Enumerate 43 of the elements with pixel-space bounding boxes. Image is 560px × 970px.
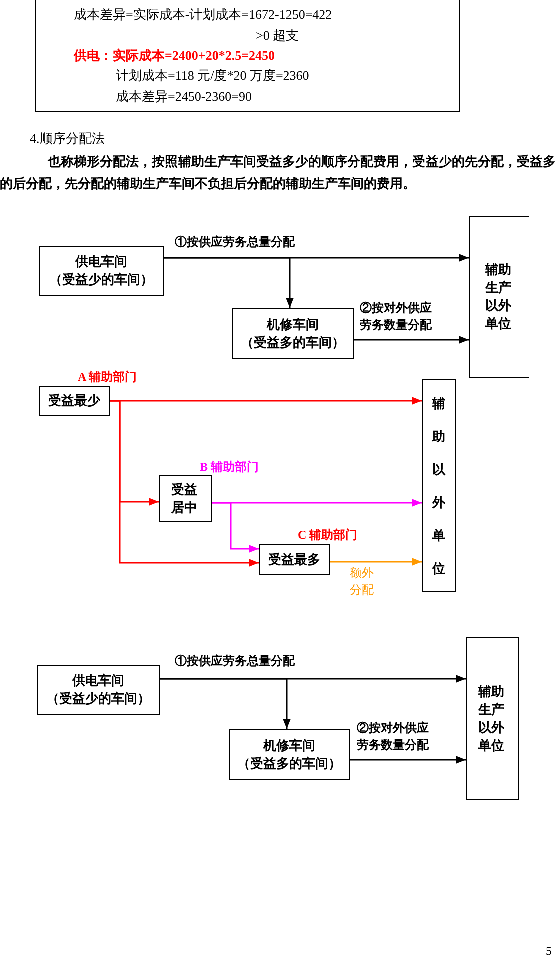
box-text: 辅助生产以外单位 bbox=[478, 682, 506, 754]
box-text: 供电车间 bbox=[72, 672, 124, 690]
target-box bbox=[466, 637, 519, 800]
process-box bbox=[37, 665, 160, 715]
arrow bbox=[160, 678, 291, 729]
formula-text: 计划成本=118 元/度*20 万度=2360 bbox=[116, 67, 310, 85]
box-text: （受益多的车间） bbox=[241, 334, 345, 352]
arrow bbox=[330, 558, 422, 566]
box-text: （受益多的车间） bbox=[238, 754, 342, 772]
page-number: 5 bbox=[546, 944, 552, 959]
side-label: C 辅助部门 bbox=[298, 527, 358, 544]
box-text: 受益居中 bbox=[172, 480, 198, 516]
section-heading: 4.顺序分配法 bbox=[30, 130, 105, 148]
arrow bbox=[212, 502, 259, 553]
paragraph: 也称梯形分配法，按照辅助生产车间受益多少的顺序分配费用，受益少的先分配，受益多的后分配，先分配的辅助生产车间不负担后分配的辅助生产车间的费用。 bbox=[0, 153, 556, 193]
arrow bbox=[354, 336, 469, 344]
box-text: （受益少的车间） bbox=[50, 271, 154, 289]
side-label: B 辅助部门 bbox=[200, 459, 260, 476]
target-box bbox=[469, 216, 529, 378]
box-text: 辅助生产以外单位 bbox=[486, 261, 512, 333]
box-text: （受益少的车间） bbox=[46, 690, 150, 708]
process-box bbox=[159, 475, 212, 522]
process-box bbox=[39, 386, 110, 416]
formula-text: 成本差异=实际成本-计划成本=1672-1250=422 bbox=[74, 6, 332, 24]
formula-box bbox=[35, 0, 460, 112]
side-label: A 辅助部门 bbox=[78, 369, 138, 386]
process-box bbox=[259, 544, 330, 575]
formula-text: 成本差异=2450-2360=90 bbox=[116, 88, 252, 106]
formula-text: 供电：实际成本=2400+20*2.5=2450 bbox=[74, 47, 275, 65]
target-box bbox=[422, 379, 456, 592]
box-text: 受益最少 bbox=[48, 392, 100, 410]
box-text: 机修车间 bbox=[267, 316, 319, 334]
arrow bbox=[350, 756, 466, 764]
formula-text: >0 超支 bbox=[256, 27, 300, 45]
box-text: 辅助以外单位 bbox=[432, 394, 446, 578]
box-text: 机修车间 bbox=[264, 736, 316, 754]
process-box bbox=[229, 729, 350, 780]
process-box bbox=[232, 308, 354, 359]
arrow bbox=[110, 400, 259, 567]
process-box bbox=[39, 246, 164, 296]
box-text: 供电车间 bbox=[76, 253, 128, 271]
box-text: 受益最多 bbox=[268, 550, 320, 568]
arrow bbox=[164, 257, 294, 308]
